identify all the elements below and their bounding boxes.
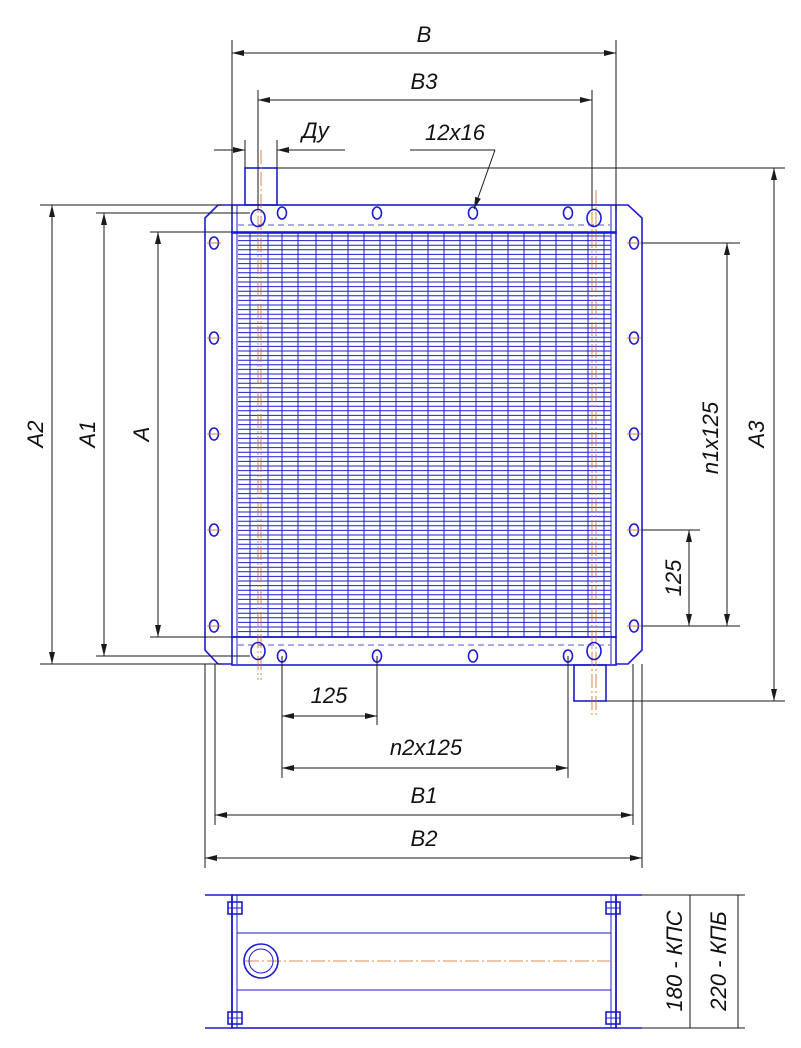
top-tank [231,204,617,234]
mounting-hole [467,206,479,220]
mounting-hole [250,641,266,661]
dimensions: B B3 Ду 12x16 A2 A1 A A3 [23,22,785,868]
dim-pitch-horizontal-label: 125 [311,683,348,708]
centre-lines [257,150,597,715]
front-view [204,150,643,715]
depth-kpc-label: 180 - КПС [662,910,687,1011]
mounting-hole [562,206,574,220]
right-side-flange [610,204,643,665]
dim-B1-label: B1 [411,783,438,808]
tube-columns [249,232,605,637]
bolt-top-left [227,901,243,915]
mounting-hole [586,641,602,661]
mounting-hole [276,206,288,220]
dim-A1-label: A1 [75,421,100,450]
bolt-top-right [605,901,621,915]
mounting-holes [207,206,641,663]
dim-n2x125-label: n2x125 [390,735,463,760]
fin-lines [238,235,611,633]
mounting-hole [467,649,479,663]
bottom-view: 180 - КПС 220 - КПБ [205,894,745,1029]
dim-A3-label: A3 [744,420,769,450]
bolt-bottom-left [227,1011,243,1025]
depth-kpb-label: 220 - КПБ [706,911,731,1011]
dim-hole-size-label: 12x16 [425,120,486,145]
mounting-hole [586,208,602,228]
mounting-hole [371,206,383,220]
dim-A2-label: A2 [23,421,48,450]
dim-B2-label: B2 [411,826,438,851]
pipe-section [243,943,279,979]
dim-B3-label: B3 [411,69,439,94]
bolt-bottom-right [605,1011,621,1025]
dim-n1x125-label: n1x125 [698,401,723,474]
outlet-pipe [573,664,607,702]
dim-Du-label: Ду [299,118,331,143]
bottom-tank [231,636,617,666]
dim-A-label: A [129,427,154,444]
dim-B-label: B [417,22,432,47]
dim-pitch-vertical-label: 125 [661,559,686,596]
